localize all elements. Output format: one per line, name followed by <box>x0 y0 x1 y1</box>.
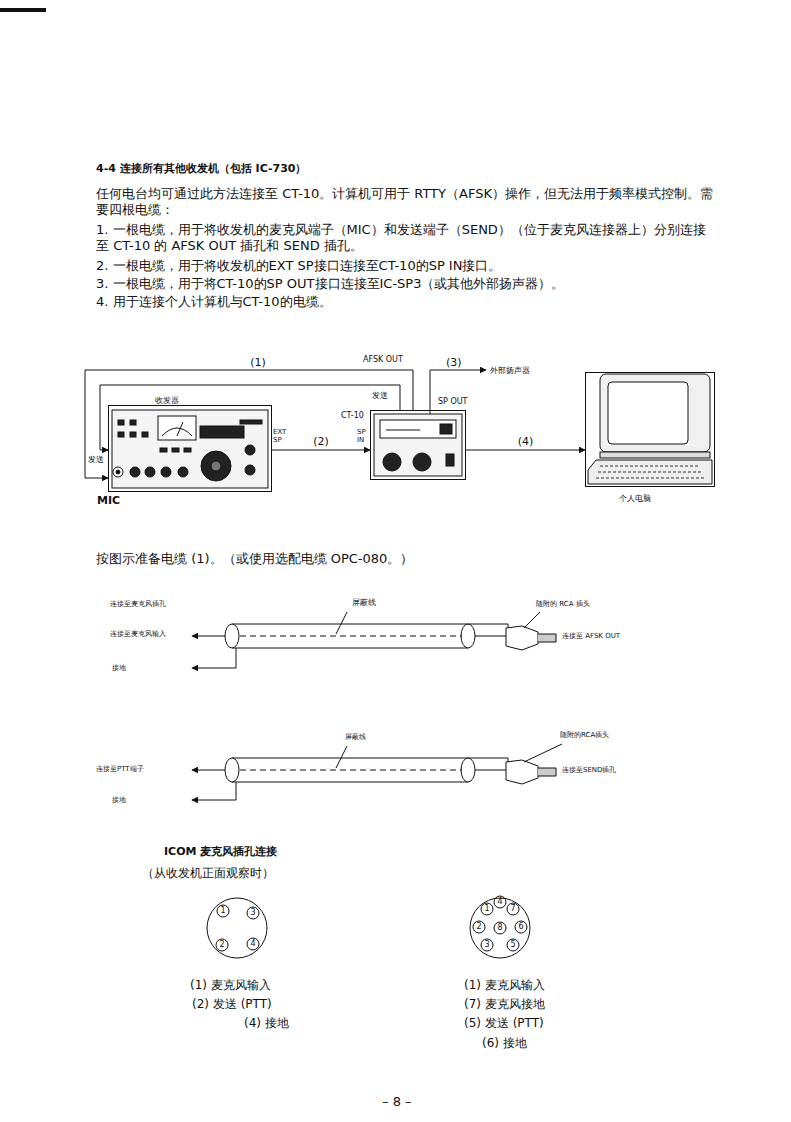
pc-drawing <box>588 374 712 484</box>
jack-name: MIC <box>97 494 120 508</box>
pin-legend: (5) 发送 (PTT) <box>464 1016 544 1031</box>
pin-legend: (4) 接地 <box>244 1016 289 1031</box>
body-text: 任何电台均可通过此方法连接至 CT-10。计算机可用于 RTTY（AFSK）操作… <box>96 186 716 219</box>
pin-number: 2 <box>476 922 481 932</box>
pin-number: 7 <box>510 904 515 914</box>
corner-bar <box>0 8 46 12</box>
cable-line <box>85 370 413 478</box>
page-number: – 8 – <box>382 1094 412 1110</box>
pin-number: 2 <box>219 940 224 950</box>
pin-legend: (1) 麦克风输入 <box>464 978 545 993</box>
pin-legend: (1) 麦克风输入 <box>190 978 271 993</box>
jack-name: EXT SP <box>273 428 287 445</box>
device-label: CT-10 <box>341 411 364 420</box>
device-name: 外部扬声器 <box>490 366 530 376</box>
part-name: 屏蔽线 <box>345 733 366 742</box>
section-title: 4-4 连接所有其他收发机（包括 IC-730） <box>96 162 306 176</box>
ct10-unit: CT-10 <box>370 410 466 480</box>
callout-number: (4) <box>516 435 536 448</box>
pin-number: 1 <box>484 904 489 914</box>
cable-line <box>272 450 370 451</box>
jack-name: SP OUT <box>438 397 467 407</box>
jack-name: 发送 <box>88 455 104 465</box>
list-item: 1. 一根电缆，用于将收发机的麦克风端子（MIC）和发送端子（SEND）（位于麦… <box>96 222 716 255</box>
list-item: 2. 一根电缆，用于将收发机的EXT SP接口连接至CT-10的SP IN接口。 <box>96 258 716 274</box>
pin-legend: (6) 接地 <box>482 1036 527 1051</box>
wire-note: 接地 <box>112 664 126 673</box>
wire-note: 接地 <box>112 796 126 805</box>
cable-line <box>100 385 400 450</box>
sp-out-wire <box>430 370 486 414</box>
wire-note: 连接至 AFSK OUT <box>562 632 620 641</box>
callout-number: (2) <box>311 435 331 448</box>
pin-number: 3 <box>250 908 255 918</box>
wire-note: 连接至PTT端子 <box>96 765 144 774</box>
list-item: 4. 用于连接个人计算机与CT-10的电缆。 <box>96 294 716 310</box>
shielded-cable-2 <box>192 744 562 800</box>
jack-name: 发送 <box>372 391 388 401</box>
pin-number: 4 <box>497 897 502 907</box>
pin-number: 6 <box>518 922 523 932</box>
pin-number: 4 <box>250 939 255 949</box>
personal-computer: 个人电脑 <box>585 372 715 487</box>
note: 按图示准备电缆 (1)。（或使用选配电缆 OPC-080。） <box>96 551 413 567</box>
transceiver-drawing <box>112 410 268 488</box>
wire-note: 连接至麦克风输入 <box>110 630 166 639</box>
shielded-cable-1 <box>192 612 556 668</box>
part-name: 随附的RCA插头 <box>560 731 609 740</box>
jack-name: SP IN <box>357 428 369 445</box>
pin-legend: (2) 发送 (PTT) <box>192 997 272 1012</box>
pin-number: 3 <box>484 940 489 950</box>
pin-number: 5 <box>510 940 515 950</box>
callout-number: (3) <box>446 356 462 370</box>
pin-number: 8 <box>497 923 502 933</box>
mic-connectors <box>207 896 530 958</box>
device-label: 收发器 <box>155 395 179 406</box>
cable-line <box>466 450 585 451</box>
list-item: 3. 一根电缆，用于将CT-10的SP OUT接口连接至IC-SP3（或其他外部… <box>96 276 716 292</box>
pin-number: 1 <box>220 906 225 916</box>
figure-title: ICOM 麦克风插孔连接 <box>164 845 277 859</box>
figure-note: （从收发机正面观察时） <box>142 866 274 881</box>
part-name: 屏蔽线 <box>352 598 376 608</box>
part-name: 随附的 RCA 插头 <box>536 600 590 609</box>
jack-name: AFSK OUT <box>363 355 403 365</box>
ct10-drawing <box>374 414 462 476</box>
device-label: 个人电脑 <box>619 493 651 504</box>
transceiver: 收发器 <box>108 405 272 492</box>
wire-note: 连接至SEND插孔 <box>562 766 617 775</box>
pin-legend: (7) 麦克风接地 <box>464 997 545 1012</box>
callout-number: (1) <box>248 356 268 369</box>
wire-note: 连接至麦克风插孔 <box>110 600 166 609</box>
